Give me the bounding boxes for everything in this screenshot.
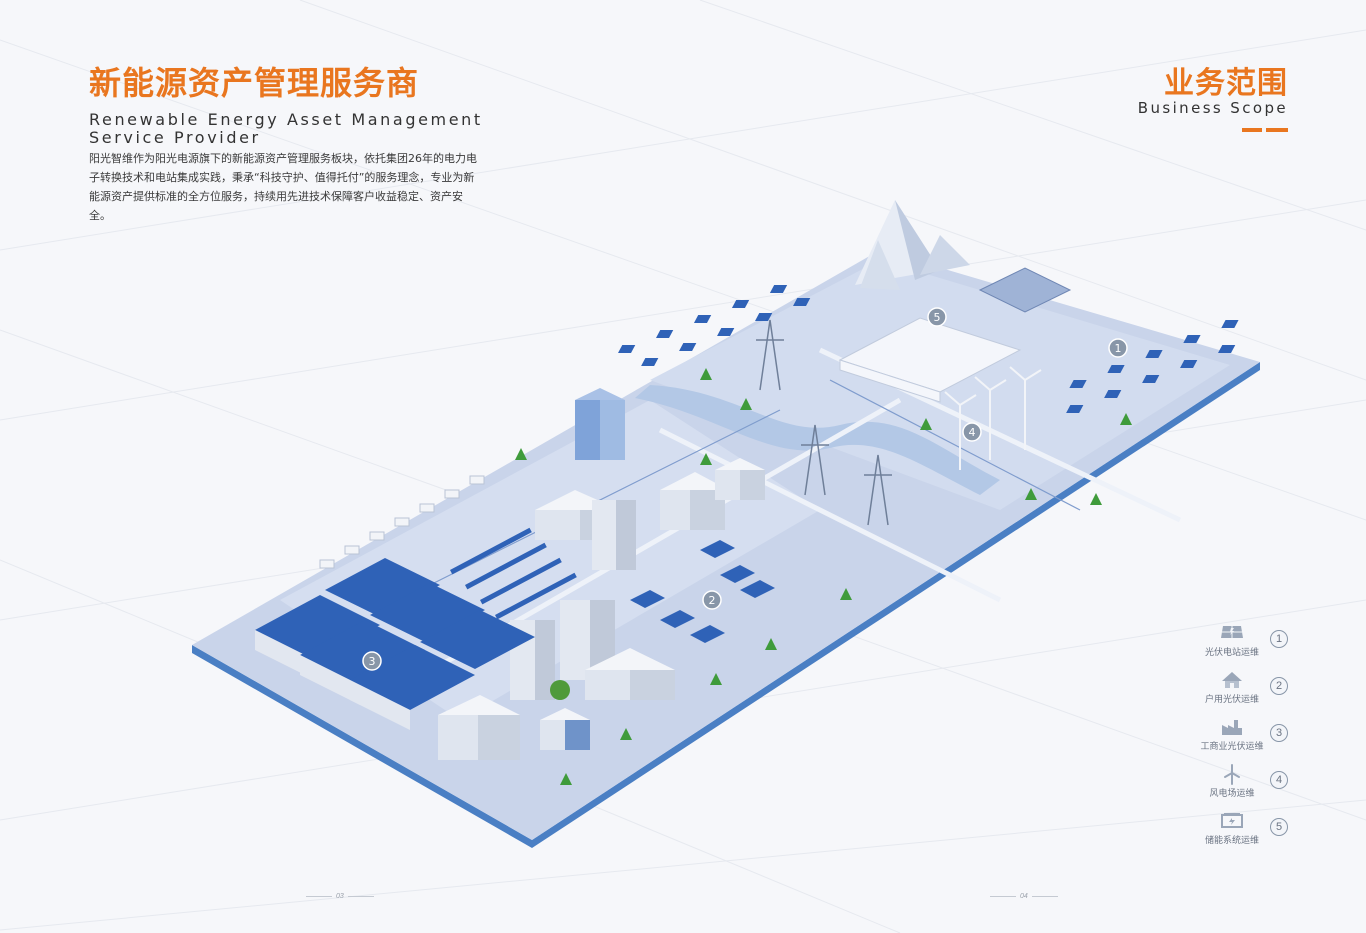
legend-item-wind: 风电场运维 4: [1190, 761, 1300, 808]
marker-1-text: 1: [1115, 342, 1122, 355]
storage-icon: [1221, 813, 1243, 828]
house-pv-icon: [1222, 672, 1242, 688]
legend-number-1: 1: [1270, 630, 1288, 648]
factory-icon: [1222, 720, 1242, 735]
legend-label-5: 储能系统运维: [1204, 836, 1259, 846]
scene-marker-2: 2: [702, 590, 722, 610]
legend-label-3: 工商业光伏运维: [1200, 742, 1264, 752]
legend-item-pv-station: 光伏电站运维 1: [1190, 620, 1300, 667]
legend-item-storage: 储能系统运维 5: [1190, 808, 1300, 855]
intro-paragraph: 阳光智维作为阳光电源旗下的新能源资产管理服务板块，依托集团26年的电力电子转换技…: [89, 152, 477, 222]
legend-item-house-pv: 户用光伏运维 2: [1190, 667, 1300, 714]
marker-5-text: 5: [934, 311, 941, 324]
page-number-left: 03: [306, 893, 374, 900]
scene-marker-3: 3: [362, 651, 382, 671]
page-title: 新能源资产管理服务商: [89, 64, 420, 102]
page-subtitle-en: Renewable Energy Asset Management Servic…: [89, 110, 483, 147]
business-scope-legend: 光伏电站运维 1 户用光伏运维 2 工商业光伏运维 3: [1190, 620, 1300, 855]
legend-label-1: 光伏电站运维: [1204, 648, 1259, 658]
legend-number-5: 5: [1270, 818, 1288, 836]
business-scope-title: 业务范围: [1164, 66, 1288, 101]
legend-label-2: 户用光伏运维: [1204, 695, 1259, 705]
legend-number-3: 3: [1270, 724, 1288, 742]
legend-label-4: 风电场运维: [1209, 789, 1255, 799]
page-number-right: 04: [990, 893, 1058, 900]
marker-3-text: 3: [369, 655, 376, 668]
scene-marker-4: 4: [962, 422, 982, 442]
legend-item-factory: 工商业光伏运维 3: [1190, 714, 1300, 761]
scene-marker-5: 5: [927, 307, 947, 327]
energy-park-illustration: 1 2 3 4 5: [192, 200, 1260, 848]
accent-bar: [1242, 128, 1288, 132]
wind-turbine-icon: [1224, 764, 1240, 785]
legend-number-2: 2: [1270, 677, 1288, 695]
marker-2-text: 2: [709, 594, 716, 607]
marker-4-text: 4: [969, 426, 976, 439]
pv-station-icon: [1221, 626, 1243, 638]
legend-number-4: 4: [1270, 771, 1288, 789]
business-scope-subtitle: Business Scope: [1137, 99, 1288, 117]
scene-marker-1: 1: [1108, 338, 1128, 358]
